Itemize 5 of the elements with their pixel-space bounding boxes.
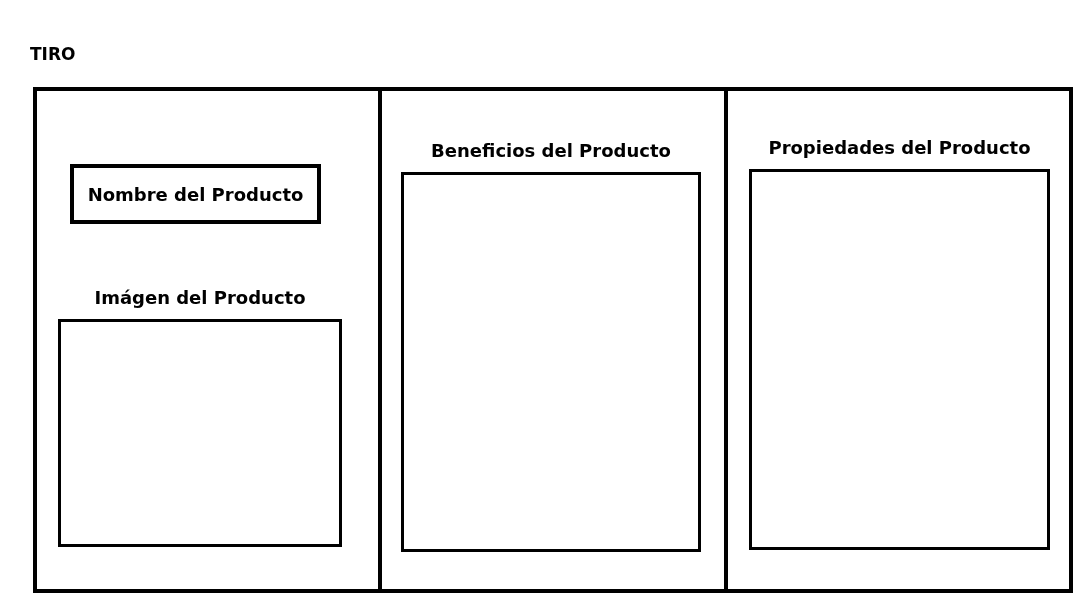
page-title: TIRO <box>30 44 76 64</box>
section-heading: Beneficios del Producto <box>430 140 672 161</box>
section-heading: Imágen del Producto <box>93 287 307 308</box>
name-field: Nombre del Producto <box>70 164 321 224</box>
section-heading: Propiedades del Producto <box>767 137 1032 158</box>
